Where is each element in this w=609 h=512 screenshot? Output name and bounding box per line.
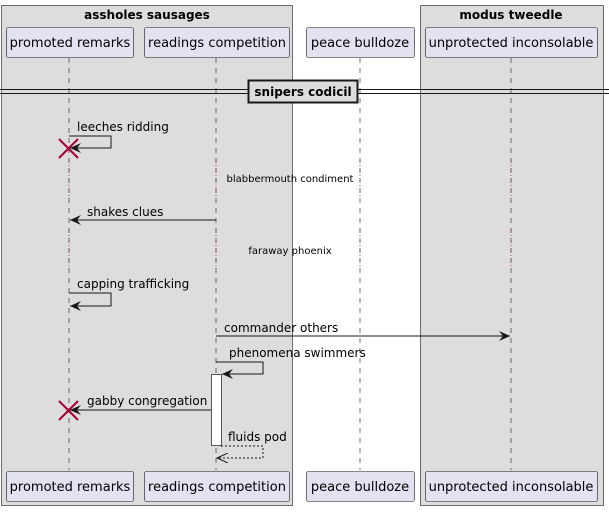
participant-foot-label-readings-competition: readings competition [148, 480, 286, 495]
message-label-capping-trafficking: capping trafficking [77, 277, 189, 291]
participant-head-peace-bulldoze[interactable] [306, 27, 415, 58]
delay-label-blabbermouth-condiment: blabbermouth condiment [227, 174, 354, 185]
participant-head-readings-competition[interactable] [144, 27, 290, 58]
message-arrow-capping-trafficking [69, 292, 112, 311]
participant-label-promoted-remarks: promoted remarks [10, 36, 131, 51]
participant-head-promoted-remarks[interactable] [6, 27, 134, 58]
participant-foot-label-peace-bulldoze: peace bulldoze [311, 480, 409, 495]
participant-foot-peace-bulldoze[interactable] [306, 471, 415, 502]
participant-foot-label-unprotected-inconsolable: unprotected inconsolable [429, 480, 594, 495]
divider-label: snipers codicil [254, 85, 351, 99]
participant-label-readings-competition: readings competition [148, 36, 286, 51]
participant-label-peace-bulldoze: peace bulldoze [311, 36, 409, 51]
message-label-phenomena-swimmers: phenomena swimmers [229, 346, 366, 360]
box-modus-tweedle [420, 5, 604, 506]
message-arrow-fluids-pod [217, 445, 264, 458]
message-arrow-leeches-ridding [69, 135, 112, 153]
participant-foot-label-promoted-remarks: promoted remarks [10, 480, 131, 495]
delay-label-faraway-phoenix: faraway phoenix [248, 246, 331, 257]
box-assholes-sausages [1, 5, 293, 506]
message-label-shakes-clues: shakes clues [87, 205, 163, 219]
activation-bar-readings-competition [211, 374, 222, 446]
participant-foot-promoted-remarks[interactable] [6, 471, 134, 502]
destroy-icon [58, 400, 79, 421]
box-title-assholes-sausages: assholes sausages [84, 8, 210, 22]
participant-label-unprotected-inconsolable: unprotected inconsolable [429, 36, 594, 51]
destroy-icon [58, 138, 79, 159]
message-arrow-phenomena-swimmers [216, 361, 264, 379]
participant-foot-readings-competition[interactable] [144, 471, 290, 502]
divider-label-box [247, 79, 359, 104]
message-label-gabby-congregation: gabby congregation [87, 394, 207, 408]
message-label-commander-others: commander others [224, 321, 338, 335]
message-label-fluids-pod: fluids pod [228, 430, 287, 444]
participant-foot-unprotected-inconsolable[interactable] [425, 471, 598, 502]
message-label-leeches-ridding: leeches ridding [77, 120, 169, 134]
box-title-modus-tweedle: modus tweedle [459, 8, 562, 22]
participant-head-unprotected-inconsolable[interactable] [425, 27, 598, 58]
